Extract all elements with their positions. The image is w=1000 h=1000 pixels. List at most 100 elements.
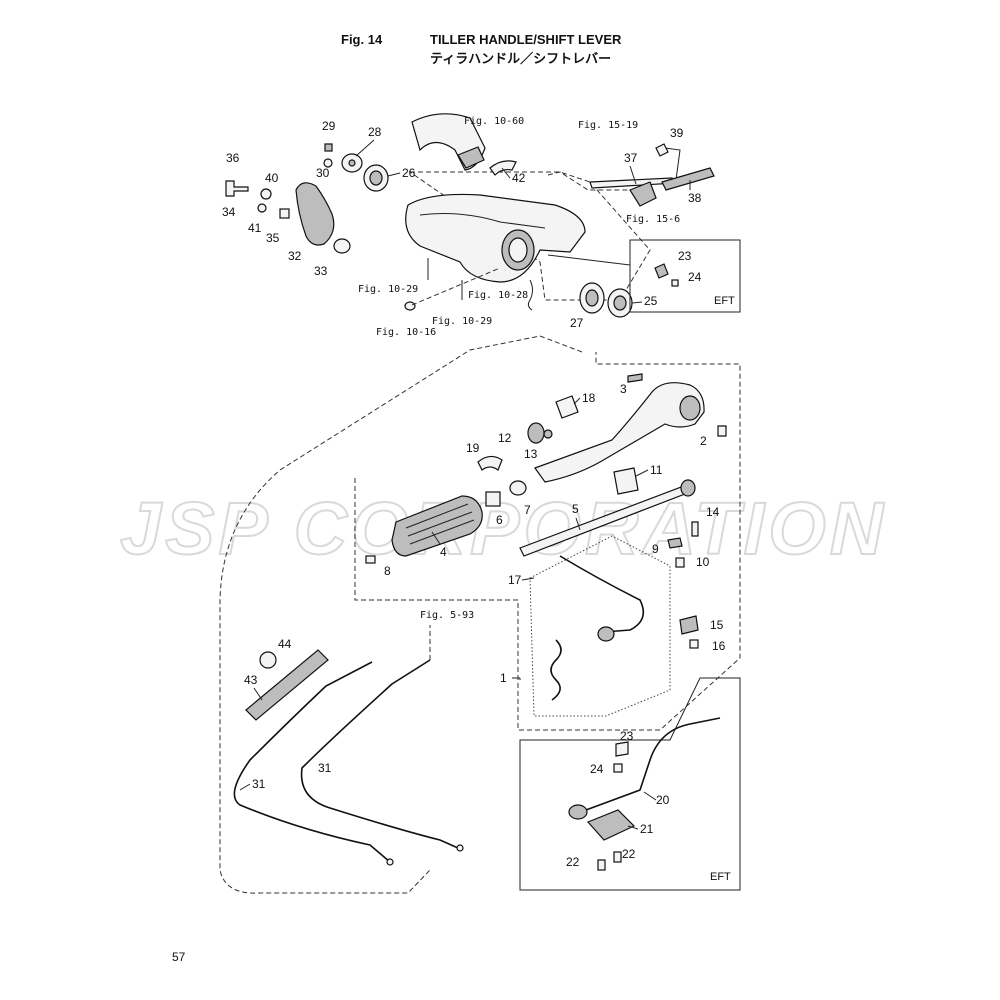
callout-34: 34	[222, 205, 236, 219]
watermark: JSP CORPORATION	[119, 486, 887, 571]
callout-leaders	[239, 139, 691, 830]
wavy-break-line	[527, 279, 533, 311]
part-11-bracket	[613, 467, 639, 495]
callout-24-lower: 24	[590, 762, 604, 776]
ref-fig-10-60: Fig. 10-60	[464, 116, 524, 127]
callout-32: 32	[288, 249, 302, 263]
shaft-end-knob	[680, 479, 696, 497]
eft-label-upper: EFT	[714, 295, 735, 307]
callout-12: 12	[498, 431, 512, 445]
part-22-screw-a	[597, 859, 606, 871]
callout-7: 7	[524, 503, 531, 517]
callout-20: 20	[656, 793, 670, 807]
callout-14: 14	[706, 505, 720, 519]
eft-box-upper	[629, 239, 741, 313]
part-39-clip	[655, 143, 669, 157]
part-17-coiled-cord	[550, 639, 562, 701]
callout-39: 39	[670, 126, 684, 140]
cable-group	[233, 625, 464, 866]
leader-31-a	[239, 783, 251, 791]
ref-fig-10-16: Fig. 10-16	[376, 327, 436, 338]
ref-fig-5-93: Fig. 5-93	[420, 610, 474, 621]
part-15-clip	[679, 615, 699, 635]
callout-37: 37	[624, 151, 638, 165]
bracket-dashed-outline	[408, 171, 651, 301]
callout-31-b: 31	[318, 761, 332, 775]
callout-40: 40	[265, 171, 279, 185]
eft-box-pointer	[547, 254, 631, 266]
callout-27: 27	[570, 316, 584, 330]
long-dashed-leader-left	[219, 335, 583, 894]
part-3-pin	[627, 373, 643, 383]
ref-fig-10-29-a: Fig. 10-29	[358, 284, 418, 295]
grip-group	[365, 455, 527, 564]
callout-8: 8	[384, 564, 391, 578]
callout-3: 3	[620, 382, 627, 396]
callout-29: 29	[322, 119, 336, 133]
page-number: 57	[172, 950, 186, 964]
part-7-washer	[509, 480, 527, 496]
callout-22-a: 22	[566, 855, 580, 869]
grip-ridges	[405, 503, 475, 545]
callout-2: 2	[700, 434, 707, 448]
callout-38: 38	[688, 191, 702, 205]
leader-25	[631, 301, 643, 304]
upper-cover-grip	[457, 146, 485, 169]
middle-assembly-dashed-outline	[354, 352, 741, 731]
figure-number: Fig. 14	[341, 32, 383, 47]
leader-37	[629, 165, 637, 185]
lanyard-switch	[597, 626, 615, 642]
leader-20	[643, 791, 657, 801]
eft-upper-part-24	[671, 279, 679, 287]
tiller-arm-group	[527, 373, 727, 495]
part-13-nut	[543, 429, 553, 439]
part-9-key	[667, 537, 683, 549]
part-32-shift-lever	[295, 182, 335, 246]
callout-6: 6	[496, 513, 503, 527]
part-41-spacer	[257, 203, 267, 213]
watermark-text: JSP CORPORATION	[120, 487, 887, 570]
callout-35: 35	[266, 231, 280, 245]
part-26-seal	[363, 164, 389, 192]
leader-26	[387, 172, 401, 177]
callout-41: 41	[248, 221, 262, 235]
tiller-arm-body	[534, 382, 705, 483]
harness-connector	[568, 804, 588, 820]
part-20-harness	[585, 717, 721, 811]
part-2-bolt	[717, 425, 727, 437]
part-31-cable-a	[233, 661, 391, 863]
ring-25-inner	[613, 295, 627, 311]
part-16-screw	[689, 639, 699, 649]
ref-fig-10-29-b: Fig. 10-29	[432, 316, 492, 327]
ref-fig-15-6: Fig. 15-6	[626, 214, 680, 225]
leader-42	[501, 167, 511, 179]
callout-11: 11	[650, 463, 663, 477]
callout-10: 10	[696, 555, 710, 569]
parts-25-27-rings	[579, 282, 633, 318]
part-30-washer	[323, 158, 333, 168]
callout-labels: 29 28 26 36 40 30 34 41 35 32 33 42 39 3…	[222, 119, 726, 869]
leader-4	[431, 531, 441, 545]
eft-upper-part-23	[654, 263, 669, 279]
leader-18	[573, 397, 581, 405]
leader-17	[521, 577, 535, 581]
callout-15: 15	[710, 618, 724, 632]
callout-16: 16	[712, 639, 726, 653]
part-43-sleeve	[245, 649, 329, 721]
eft-lower-part-24	[613, 763, 623, 773]
bracket-detail-line	[419, 213, 546, 229]
callout-17: 17	[508, 573, 522, 587]
part-14-screw	[691, 521, 699, 537]
part-42-shim	[489, 160, 517, 176]
part-21-switch-panel	[586, 809, 636, 841]
leader-11	[635, 469, 649, 477]
callout-24-upper: 24	[688, 270, 702, 284]
callout-28: 28	[368, 125, 382, 139]
figure-title-japanese: ティラハンドル／シフトレバー	[430, 52, 612, 67]
callout-26: 26	[402, 166, 416, 180]
callout-21: 21	[640, 822, 654, 836]
part-22-screw-b	[613, 851, 622, 863]
shift-rod-group	[547, 143, 715, 207]
callout-18: 18	[582, 391, 596, 405]
